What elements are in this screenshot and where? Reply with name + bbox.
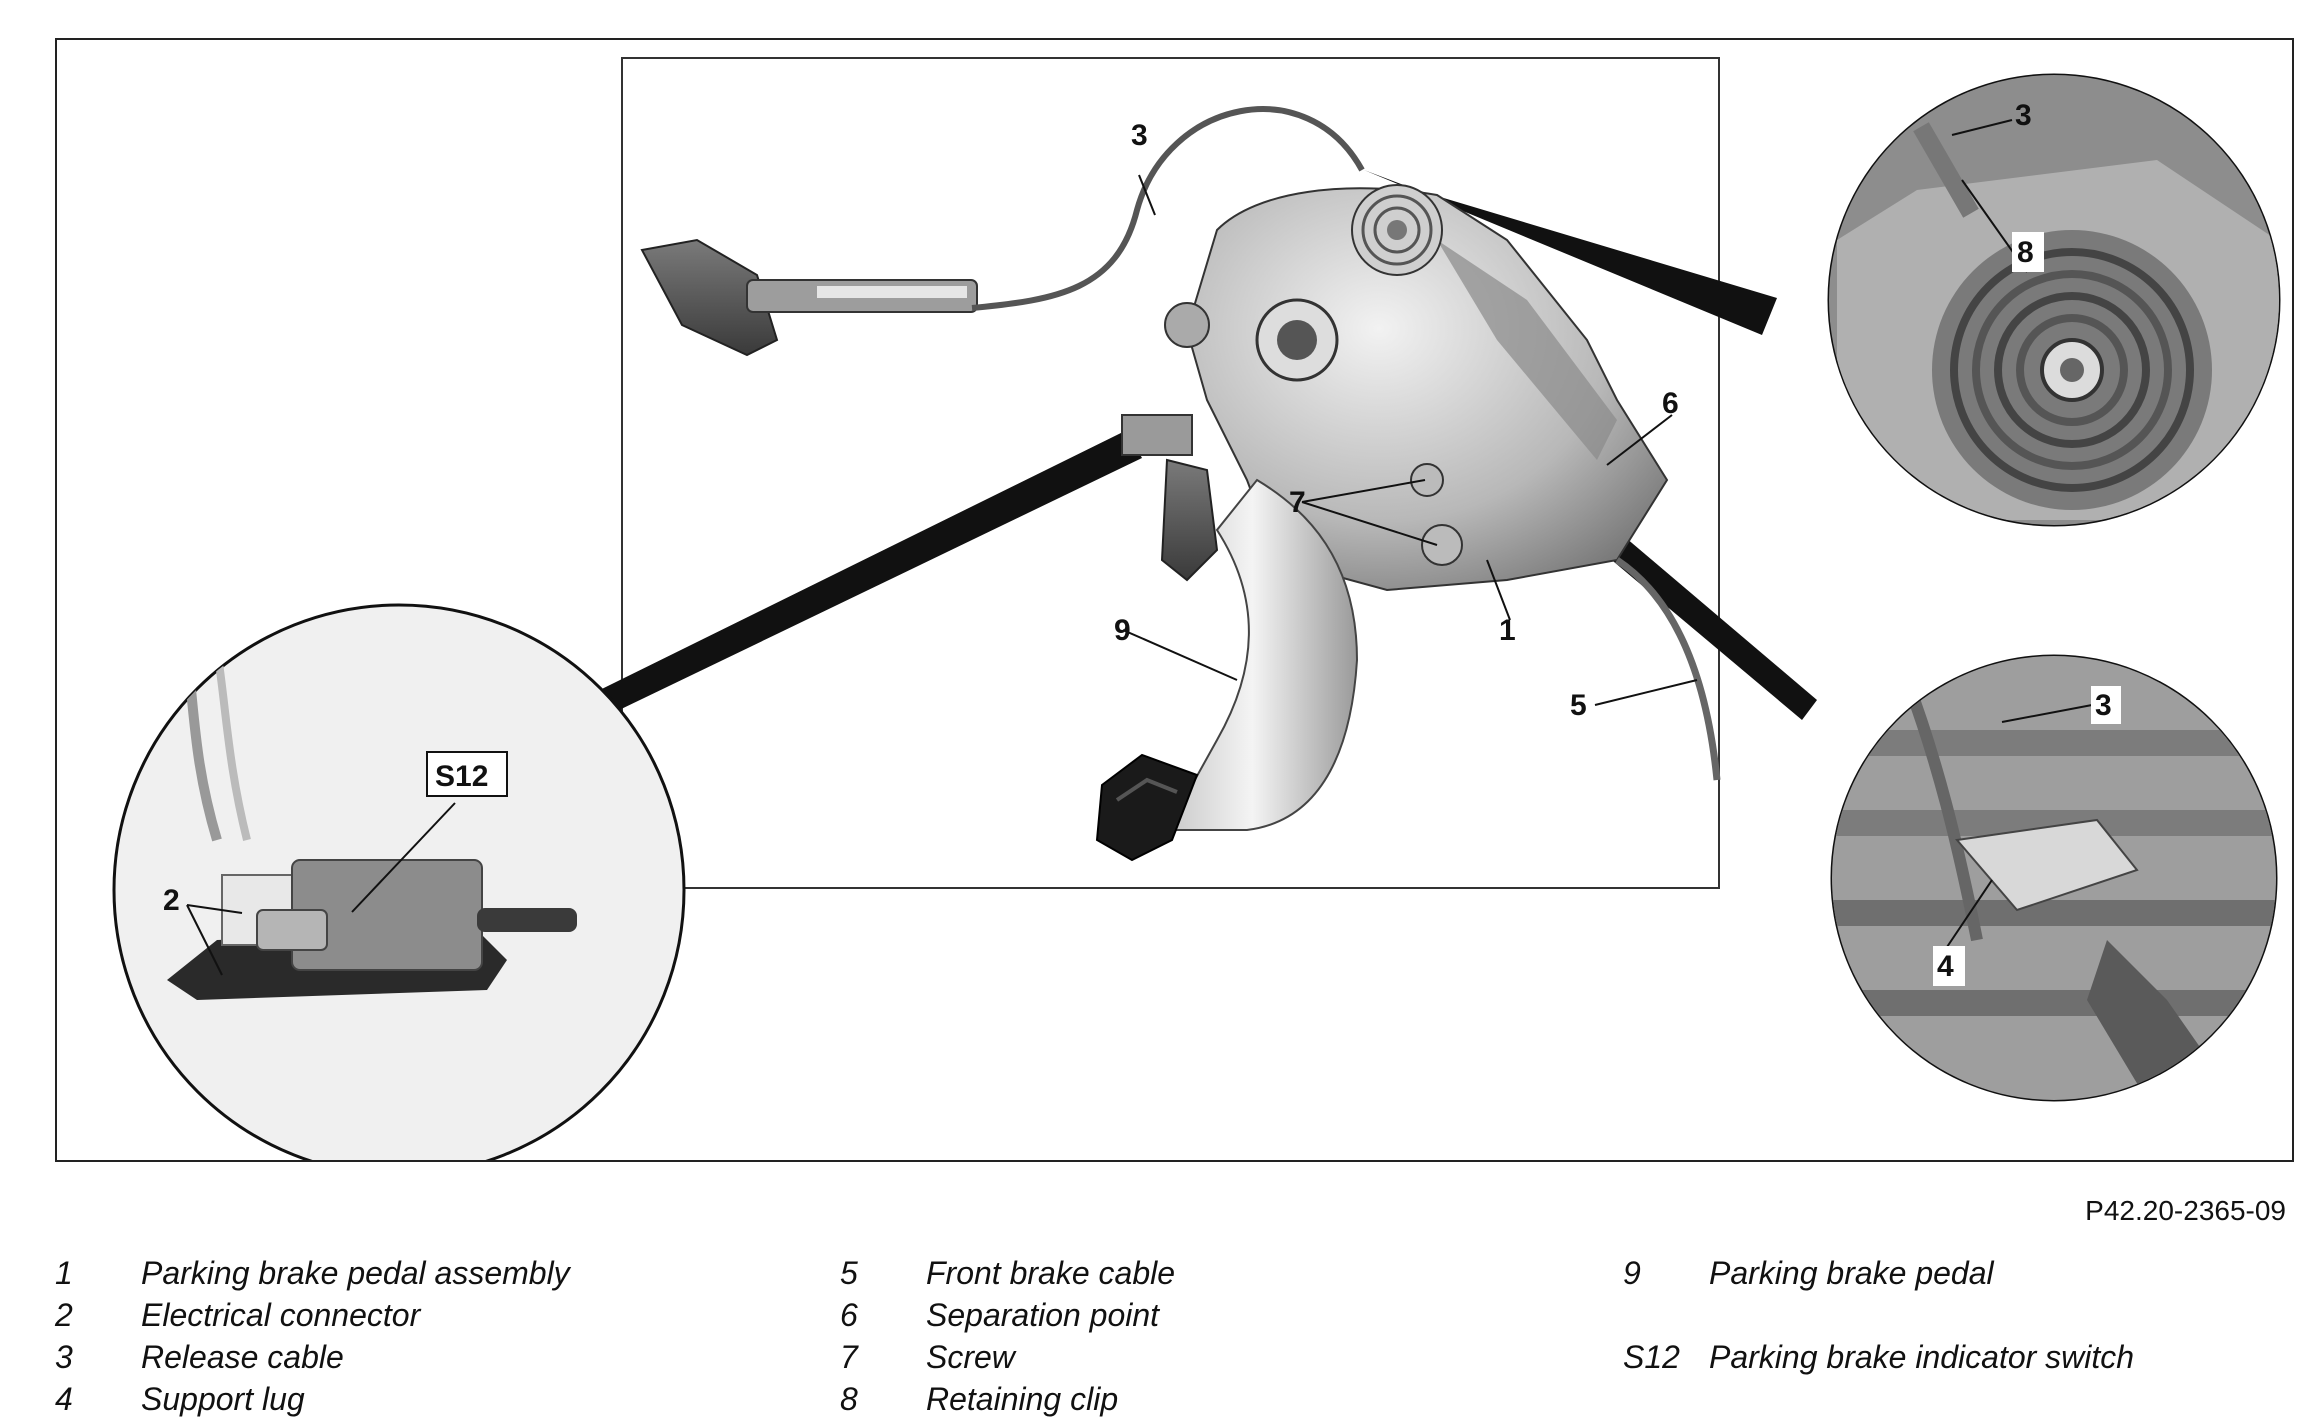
- center-leader-lines: [1122, 174, 1698, 706]
- legend-desc: Electrical connector: [141, 1297, 421, 1333]
- legend-desc: Front brake cable: [926, 1255, 1176, 1291]
- detail-circle-spring: [1827, 73, 2281, 527]
- diagram-figure: 3 6 7 1 9 5 S12 2 3 8 3 4: [55, 38, 2294, 1162]
- legend-num: 7: [840, 1339, 858, 1375]
- legend-desc: Release cable: [141, 1339, 344, 1375]
- figure-id: P42.20-2365-09: [2085, 1195, 2286, 1226]
- callout-5: 5: [1570, 689, 1587, 722]
- callout-6: 6: [1662, 387, 1679, 420]
- leader-wedge-top: [1364, 170, 1777, 335]
- legend-num: 4: [55, 1381, 73, 1417]
- callout-3-cable: 3: [1131, 119, 1148, 152]
- legend-num: 1: [55, 1255, 73, 1291]
- legend: 1 Parking brake pedal assembly 2 Electri…: [55, 1252, 2294, 1422]
- diagram-artwork: 3 6 7 1 9 5 S12 2 3 8 3 4: [112, 57, 2281, 1160]
- callout-3-top-detail: 3: [2015, 99, 2032, 132]
- legend-num: 9: [1623, 1255, 1641, 1291]
- callout-2: 2: [163, 884, 180, 917]
- leader-wedge-left: [547, 430, 1142, 740]
- legend-num: 3: [55, 1339, 73, 1375]
- callout-1: 1: [1499, 614, 1516, 647]
- legend-num: 6: [840, 1297, 858, 1333]
- legend-desc: Parking brake pedal: [1709, 1255, 1994, 1291]
- legend-desc: Separation point: [926, 1297, 1160, 1333]
- callout-7: 7: [1289, 486, 1306, 519]
- legend-desc: Retaining clip: [926, 1381, 1119, 1417]
- callout-4: 4: [1937, 950, 1954, 983]
- callout-9: 9: [1114, 614, 1131, 647]
- legend-num: 2: [55, 1297, 73, 1333]
- detail-circle-switch: [112, 603, 686, 1160]
- legend-desc: Support lug: [141, 1381, 305, 1417]
- legend-num: 8: [840, 1381, 858, 1417]
- callout-s12: S12: [435, 760, 488, 793]
- pedal-assembly-illustration: [640, 106, 1721, 862]
- legend-num: 5: [840, 1255, 858, 1291]
- legend-num: S12: [1623, 1339, 1680, 1375]
- detail-circle-support-lug: [1830, 654, 2278, 1102]
- callout-labels: 3 6 7 1 9 5 S12 2 3 8 3 4: [163, 99, 2121, 986]
- legend-desc: Screw: [926, 1339, 1015, 1375]
- legend-desc: Parking brake indicator switch: [1709, 1339, 2135, 1375]
- callout-3-bottom-detail: 3: [2095, 689, 2112, 722]
- legend-desc: Parking brake pedal assembly: [141, 1255, 570, 1291]
- callout-8: 8: [2017, 236, 2034, 269]
